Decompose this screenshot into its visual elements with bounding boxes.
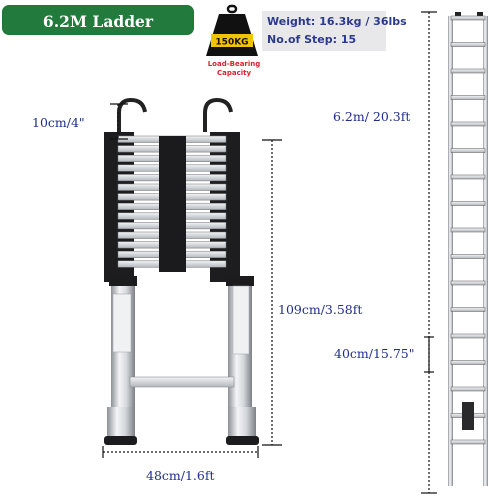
extended-height-dimension: 6.2m/ 20.3ft [333,109,411,124]
ladder-rung [450,280,486,286]
ladder-rung [450,148,486,153]
ladder-rung [450,174,486,180]
collapsed-ladder [104,97,259,445]
ladder-rung [450,95,486,100]
hook-dimension: 10cm/4" [32,115,85,130]
ladder-rung [450,121,486,127]
ladder-rung [450,201,486,206]
ladder-rung [450,68,486,74]
ladder-rung [450,227,486,233]
collapsed-height-dimension: 109cm/3.58ft [278,302,363,317]
ladder-rung [450,42,486,47]
ladder-rung [450,254,486,259]
ladder-rung [450,386,486,392]
extended-ladder [448,12,488,486]
spec-weight: Weight: 16.3kg / 36lbs [267,15,407,28]
page-title: 6.2M Ladder Dimension [2,5,194,61]
step-spacing-dimension: 40cm/15.75" [334,346,415,361]
spec-box: Weight: 16.3kg / 36lbs No.of Step: 15 [262,11,407,51]
dimension-lines [102,11,437,494]
ladder-rung [450,333,486,339]
load-capacity-caption: Load-Bearing Capacity [207,60,261,77]
ladder-rung [450,307,486,312]
ladder-rung [450,360,486,365]
spec-steps: No.of Step: 15 [267,33,357,46]
weight-label: 150KG [215,38,248,48]
width-dimension: 48cm/1.6ft [146,468,215,483]
ladder-rung [450,439,486,445]
weight-icon [206,4,258,56]
ladder-rung [450,15,486,21]
